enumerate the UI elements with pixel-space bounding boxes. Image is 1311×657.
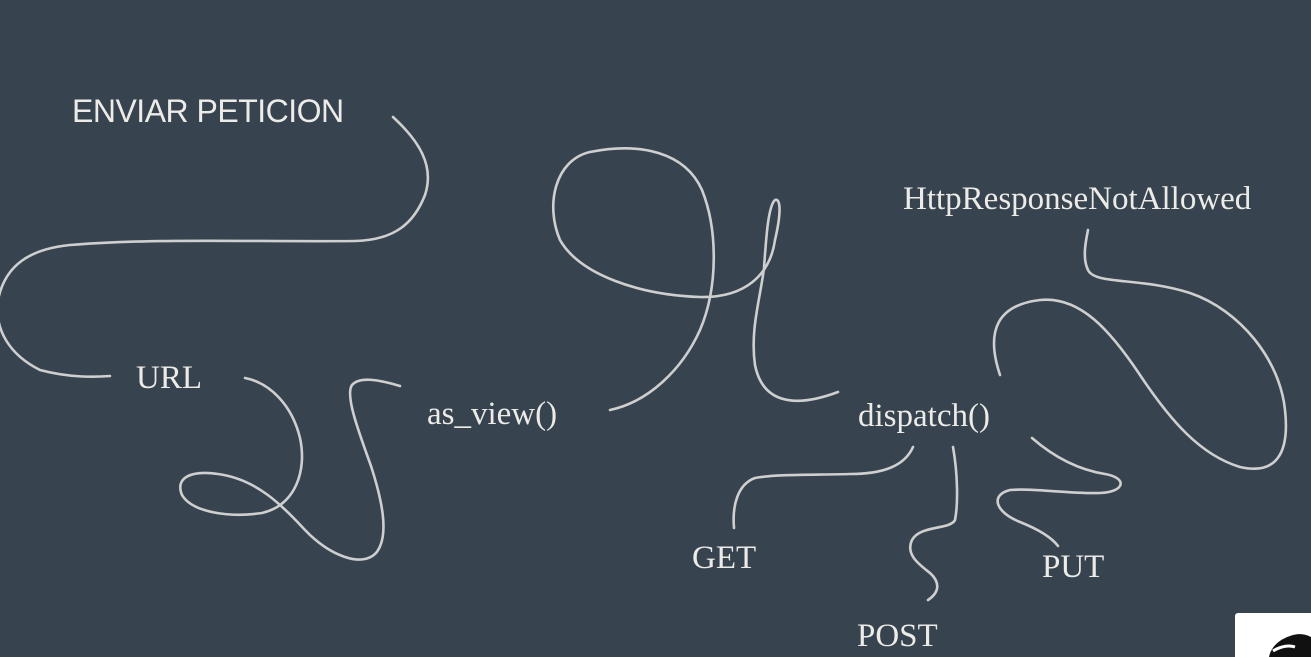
node-enviar-peticion: ENVIAR PETICION xyxy=(72,93,344,129)
node-dispatch: dispatch() xyxy=(858,398,990,434)
connector-dispatch-notallowed xyxy=(992,228,1288,470)
connector-url-asview xyxy=(179,376,402,561)
node-url: URL xyxy=(136,360,202,396)
connector-dispatch-put xyxy=(996,436,1122,548)
node-http-response-not-allowed: HttpResponseNotAllowed xyxy=(903,181,1252,217)
node-put: PUT xyxy=(1042,549,1105,585)
connector-dispatch-post xyxy=(909,445,959,602)
logo-icon xyxy=(1269,634,1311,657)
node-get: GET xyxy=(692,540,757,576)
connector-asview-dispatch xyxy=(552,147,840,412)
watermark-logo xyxy=(1235,613,1311,657)
connector-dispatch-get xyxy=(732,445,915,530)
connector-enviar-url xyxy=(0,115,430,378)
node-post: POST xyxy=(857,618,938,654)
node-as-view: as_view() xyxy=(427,396,558,432)
